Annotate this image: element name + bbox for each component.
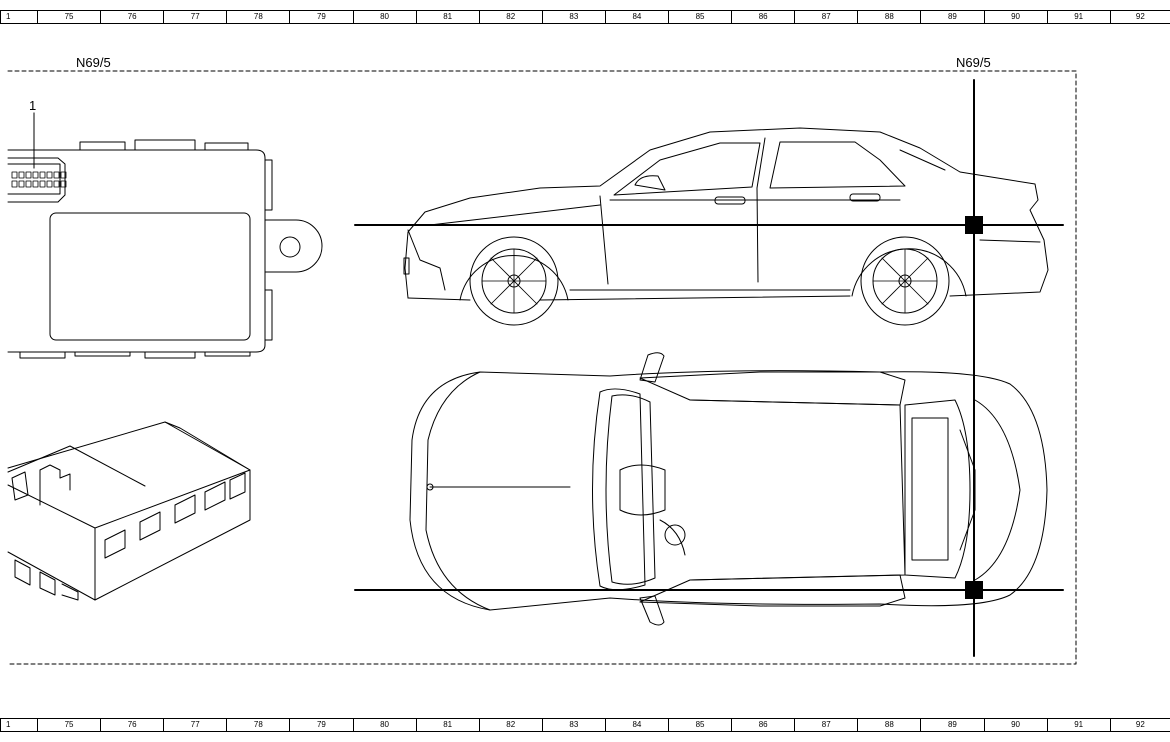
ruler-cell: 91 [1046, 10, 1110, 24]
ruler-cell: 78 [226, 10, 289, 24]
ruler-cell: 88 [857, 10, 920, 24]
ruler-cell: 83 [541, 718, 605, 732]
location-marker-side [965, 216, 983, 234]
ruler-cell: 87 [794, 10, 857, 24]
component-label-left: N69/5 [76, 55, 111, 70]
car-top-view [409, 352, 1048, 626]
ruler-cell: 91 [1046, 718, 1110, 732]
control-unit-front-view [7, 112, 323, 359]
ruler-cell: 76 [100, 10, 163, 24]
ruler-cell: 82 [478, 718, 542, 732]
ruler-cell: 77 [163, 10, 226, 24]
location-marker-top [965, 581, 983, 599]
ruler-cell: 90 [983, 10, 1047, 24]
car-side-view [403, 127, 1049, 326]
ruler-cell: 76 [100, 718, 163, 732]
component-label-right: N69/5 [956, 55, 991, 70]
callout-number-1: 1 [29, 98, 37, 113]
ruler-first-cell: 1 [0, 10, 37, 24]
ruler-cell: 85 [668, 10, 731, 24]
ruler-cell: 80 [352, 10, 416, 24]
ruler-cell: 75 [37, 718, 100, 732]
ruler-cell: 83 [541, 10, 605, 24]
ruler-cell: 89 [920, 718, 983, 732]
ruler-cell: 80 [352, 718, 416, 732]
ruler-cell: 78 [226, 718, 289, 732]
ruler-cell: 81 [415, 718, 479, 732]
ruler-cell: 86 [731, 10, 794, 24]
ruler-cell: 77 [163, 718, 226, 732]
ruler-cell: 92 [1109, 10, 1170, 24]
ruler-cell: 75 [37, 10, 100, 24]
ruler-cell: 90 [983, 718, 1047, 732]
ruler-cell: 87 [794, 718, 857, 732]
reference-lines [354, 79, 1064, 657]
ruler-cell: 85 [668, 718, 731, 732]
ruler-cell: 84 [604, 718, 668, 732]
ruler-cell: 82 [478, 10, 542, 24]
ruler-cell: 92 [1109, 718, 1170, 732]
ruler-cell: 89 [920, 10, 983, 24]
component-frame [7, 70, 1077, 665]
ruler-cell: 79 [289, 718, 352, 732]
ruler-cell: 84 [604, 10, 668, 24]
ruler-cell: 86 [731, 718, 794, 732]
ruler-cell: 81 [415, 10, 479, 24]
ruler-cell: 79 [289, 10, 352, 24]
control-unit-isometric-view [7, 421, 251, 601]
ruler-cell: 88 [857, 718, 920, 732]
ruler-first-cell: 1 [0, 718, 37, 732]
